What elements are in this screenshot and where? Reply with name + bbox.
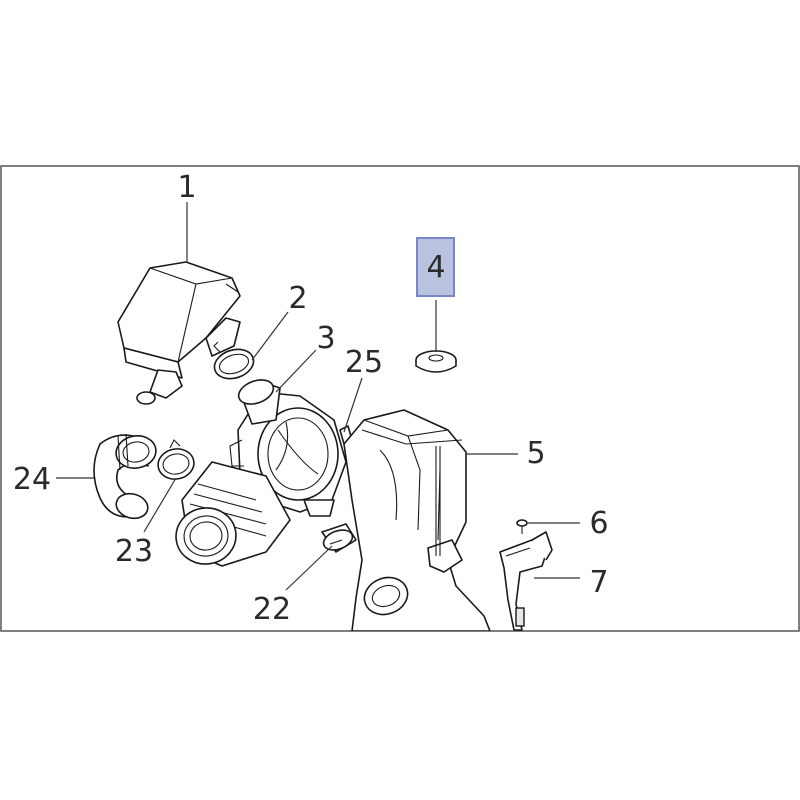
highlight-box-part-4[interactable] — [416, 237, 455, 297]
callout-5[interactable]: 5 — [526, 436, 545, 471]
callout-4[interactable]: 4 — [426, 250, 445, 285]
callout-labels: 1 2 3 25 4 5 6 7 24 23 22 — [13, 170, 609, 627]
part-23-hose-clamp[interactable] — [156, 439, 197, 482]
part-22-hose-clamp[interactable] — [321, 523, 357, 554]
callout-2[interactable]: 2 — [288, 281, 307, 316]
part-bellows-hose[interactable] — [172, 461, 291, 568]
callout-3[interactable]: 3 — [316, 321, 335, 356]
part-4-grommet[interactable] — [415, 350, 457, 373]
part-6-screw[interactable] — [516, 519, 528, 534]
callout-7[interactable]: 7 — [589, 565, 608, 600]
part-7-sensor[interactable] — [499, 531, 553, 631]
callout-6[interactable]: 6 — [589, 506, 608, 541]
part-5-intake-duct[interactable] — [343, 409, 491, 631]
callout-22[interactable]: 22 — [253, 592, 291, 627]
part-24-elbow-hose[interactable] — [93, 433, 158, 522]
callout-24[interactable]: 24 — [13, 462, 51, 497]
part-1-air-filter-housing[interactable] — [117, 261, 241, 405]
callout-25[interactable]: 25 — [345, 345, 383, 380]
callout-23[interactable]: 23 — [115, 534, 153, 569]
leader-lines — [56, 202, 580, 591]
callout-1[interactable]: 1 — [177, 170, 196, 205]
diagram-content — [56, 202, 580, 631]
